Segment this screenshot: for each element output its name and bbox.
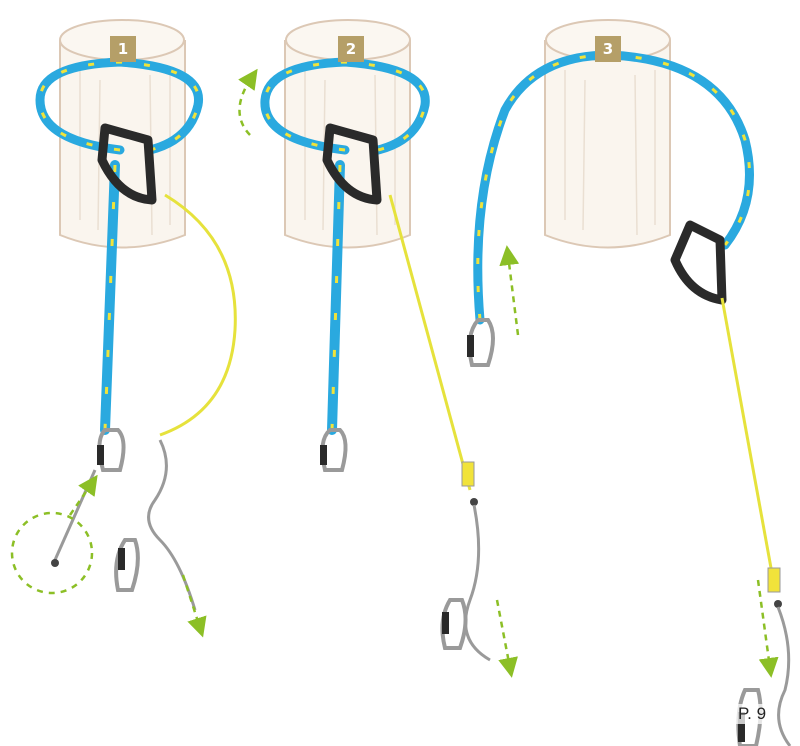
step-badge-2: 2 [338, 36, 364, 62]
direction-arrow-icon [758, 580, 770, 668]
rope-line [149, 440, 195, 610]
cord-tag [462, 462, 474, 486]
step-badge-1: 1 [110, 36, 136, 62]
direction-arrow-icon [497, 600, 510, 668]
carabiner-icon [320, 430, 346, 470]
stopper-ball [470, 498, 478, 506]
page-number: P. 9 [736, 704, 768, 724]
step-badge-3: 3 [595, 36, 621, 62]
step-1-panel [12, 20, 235, 628]
step-3-panel [467, 20, 790, 746]
cord-line [390, 195, 470, 490]
direction-arrow-icon [508, 255, 518, 335]
carabiner-icon [467, 320, 493, 365]
step-number: 1 [118, 40, 128, 58]
step-number: 3 [603, 40, 613, 58]
direction-arrow-icon [239, 77, 252, 135]
cord-line [722, 298, 775, 590]
carabiner-icon [97, 430, 124, 470]
rope-line [466, 505, 491, 660]
step-number: 2 [346, 40, 356, 58]
carabiner-icon [116, 540, 138, 590]
stopper-ball [774, 600, 782, 608]
rope-grab-icon [675, 225, 722, 300]
stopper-ball [51, 559, 59, 567]
rope-line [778, 607, 790, 746]
cord-tag [768, 568, 780, 592]
highlight-circle [12, 513, 92, 593]
carabiner-icon [442, 600, 466, 648]
